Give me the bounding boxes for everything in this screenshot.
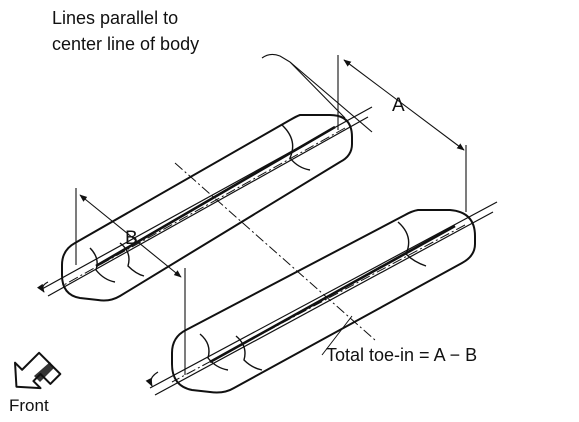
- dimension-b: [75, 188, 186, 375]
- dimension-a-label: A: [392, 95, 405, 116]
- front-label: Front: [9, 396, 49, 415]
- upper-tire-lines: [37, 106, 373, 297]
- dimension-b-label: B: [125, 228, 138, 249]
- note-line-2: center line of body: [52, 34, 200, 54]
- note-leaders: [261, 53, 373, 133]
- note-line-1: Lines parallel to: [52, 8, 179, 28]
- arrow-down-left-icon: [14, 351, 62, 390]
- toe-in-formula: Total toe-in = A − B: [326, 345, 478, 365]
- dimension-a: [337, 55, 467, 212]
- formula-leader: [321, 315, 353, 356]
- lower-tire-lines: [145, 201, 498, 396]
- body-center-line: [174, 162, 376, 341]
